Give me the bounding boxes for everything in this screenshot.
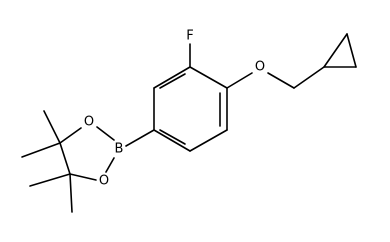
ring-oxygen-top-label: O <box>84 115 94 130</box>
bond-c-b <box>125 129 155 147</box>
bond <box>153 66 191 89</box>
bond <box>323 33 348 68</box>
double-bond-inner <box>159 73 186 89</box>
methyl-bond <box>69 173 73 213</box>
bond <box>189 66 228 89</box>
ring-oxygen-bottom-label: O <box>99 174 109 189</box>
bond-o-c-bottom <box>69 173 97 181</box>
methyl-bond <box>21 142 61 158</box>
bond-b-o-top <box>96 126 115 141</box>
bond <box>346 33 357 68</box>
double-bond-inner <box>159 129 186 145</box>
methyl-bond <box>29 173 71 187</box>
boron-label: B <box>115 142 124 157</box>
bond-c-c-ring <box>59 142 71 175</box>
cyclopropyl-ring <box>323 33 357 68</box>
benzene-ring <box>153 66 228 152</box>
methyl-bond <box>43 110 61 144</box>
bond <box>153 129 191 152</box>
bond-c-o <box>226 72 253 89</box>
bond-o-ch2 <box>267 72 295 89</box>
bond-b-o-bottom <box>105 157 115 173</box>
bond-o-c-top <box>59 127 82 144</box>
ether-oxygen-label: O <box>255 60 265 75</box>
bond-ch2-cyclopropyl <box>293 66 325 89</box>
fluorine-label: F <box>186 29 193 44</box>
bond <box>189 129 228 152</box>
